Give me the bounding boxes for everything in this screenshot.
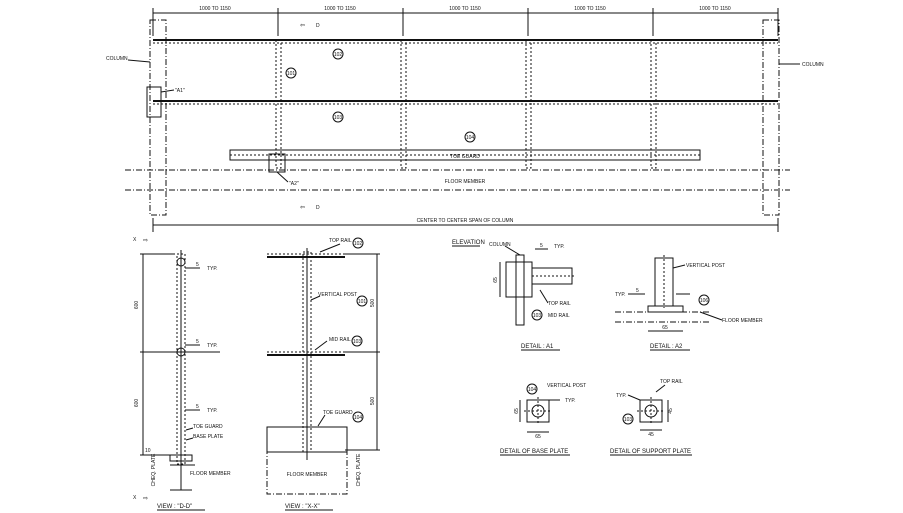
sp-dim-h: 45	[648, 432, 654, 438]
a2-typ: TYP.	[615, 292, 625, 298]
column-label-left: COLUMN	[106, 56, 128, 62]
xx-floor-member: FLOOR MEMBER	[287, 472, 328, 478]
dd-cheq-plate: CHEQ. PLATE	[151, 453, 157, 486]
view-xx: TOP RAIL 102 VERTICAL POST 101 MID RAIL …	[266, 237, 380, 511]
a1-tag: 103	[533, 313, 542, 319]
tag-104: 104	[466, 135, 475, 141]
detail-a2: VERTICAL POST TYP. 5 106 FLOOR MEMBER 65…	[615, 255, 763, 351]
span-note: CENTER TO CENTER SPAN OF COLUMN	[417, 218, 514, 224]
detail-support-plate: TYP. TOP RAIL 103 45 45 DETAIL OF SUPPOR…	[610, 379, 692, 456]
xx-dim-upper: 500	[370, 299, 376, 308]
a1-caption: DETAIL : A1	[521, 344, 554, 350]
a1-top-rail: TOP RAIL	[548, 301, 571, 307]
span-dim-4: 1000 TO 1150	[574, 6, 606, 12]
dd-weld-3: 5	[196, 404, 199, 410]
a1-dim: 65	[493, 277, 499, 283]
detail-base-plate: 104 VERTICAL POST TYP. 65 65 DETAIL OF B…	[500, 383, 586, 456]
bp-dim-v: 65	[514, 408, 520, 414]
column-label-right: COLUMN	[802, 62, 824, 68]
a1-column: COLUMN	[489, 242, 511, 248]
bp-tag: 104	[528, 387, 537, 393]
a2-weld: 5	[636, 288, 639, 294]
x-arrow-bottom: ⇨	[143, 496, 148, 502]
dd-caption: VIEW : "D-D"	[157, 504, 192, 510]
floor-member-label: FLOOR MEMBER	[445, 179, 486, 185]
xx-vertical-post: VERTICAL POST	[318, 292, 357, 298]
a2-dim: 65	[662, 325, 668, 331]
span-dim-3: 1000 TO 1150	[449, 6, 481, 12]
sp-dim-v: 45	[668, 408, 674, 414]
bp-dim-h: 65	[535, 434, 541, 440]
xx-tag-104: 104	[354, 415, 363, 421]
toe-guard-label: TOE GUARD	[450, 154, 480, 160]
xx-mid-rail: MID RAIL	[329, 337, 351, 343]
xx-tag-102: 102	[354, 241, 363, 247]
a1-weld: 5	[540, 243, 543, 249]
dd-dim-upper: 600	[134, 301, 140, 310]
bp-typ: TYP.	[565, 398, 575, 404]
xx-top-rail: TOP RAIL	[329, 238, 352, 244]
dd-typ-1: TYP.	[207, 266, 217, 272]
x-mark-bottom: X	[133, 495, 137, 501]
dd-floor-member: FLOOR MEMBER	[190, 471, 231, 477]
detail-a1-marker: "A1"	[175, 88, 185, 94]
bp-vertical-post: VERTICAL POST	[547, 383, 586, 389]
section-d-bottom: D	[316, 205, 320, 211]
sp-top-rail: TOP RAIL	[660, 379, 683, 385]
xx-dim-lower: 500	[370, 397, 376, 406]
sp-typ: TYP.	[616, 393, 626, 399]
section-arrow-top: ⇦	[300, 23, 305, 29]
dd-typ-3: TYP.	[207, 408, 217, 414]
dd-weld-1: 5	[196, 262, 199, 268]
dd-base-plate: BASE PLATE	[193, 434, 224, 440]
bp-caption: DETAIL OF BASE PLATE	[500, 449, 568, 455]
dd-dim-lower: 600	[134, 399, 140, 408]
a1-heading: ELEVATION	[452, 240, 485, 246]
tag-102: 102	[334, 52, 343, 58]
span-dim-1: 1000 TO 1150	[199, 6, 231, 12]
main-elevation: 1000 TO 1150 1000 TO 1150 1000 TO 1150 1…	[106, 6, 824, 232]
a1-typ: TYP.	[554, 244, 564, 250]
a2-tag: 106	[700, 298, 709, 304]
detail-a1: ELEVATION COLUMN 5 TYP. 65 TOP RAIL MID …	[452, 240, 575, 351]
a1-mid-rail: MID RAIL	[548, 313, 570, 319]
xx-tag-101: 101	[358, 299, 367, 305]
dd-typ-2: TYP.	[207, 343, 217, 349]
a2-vertical-post: VERTICAL POST	[686, 263, 725, 269]
section-d-top: D	[316, 23, 320, 29]
sp-tag: 103	[624, 417, 633, 423]
a2-floor-member: FLOOR MEMBER	[722, 318, 763, 324]
xx-cheq-plate: CHEQ. PLATE	[356, 453, 362, 486]
sp-caption: DETAIL OF SUPPORT PLATE	[610, 449, 691, 455]
tag-103: 103	[334, 115, 343, 121]
xx-caption: VIEW : "X-X"	[285, 504, 320, 510]
span-dim-5: 1000 TO 1150	[699, 6, 731, 12]
x-mark-top: X	[133, 237, 137, 243]
tag-101: 101	[287, 71, 296, 77]
a2-caption: DETAIL : A2	[650, 344, 683, 350]
detail-a2-marker: "A2"	[289, 181, 299, 187]
dd-dim-small: 10	[145, 448, 151, 454]
xx-tag-103: 103	[353, 339, 362, 345]
section-arrow-bottom: ⇦	[300, 205, 305, 211]
x-arrow-top: ⇨	[143, 238, 148, 244]
xx-toe-guard: TOE GUARD	[323, 410, 353, 416]
dd-weld-2: 5	[196, 339, 199, 345]
dd-toe-guard: TOE GUARD	[193, 424, 223, 430]
view-dd: X ⇨ X ⇨ 600 600 5 TYP. 5 TYP. 5 TYP. TOE…	[133, 237, 231, 511]
span-dim-2: 1000 TO 1150	[324, 6, 356, 12]
